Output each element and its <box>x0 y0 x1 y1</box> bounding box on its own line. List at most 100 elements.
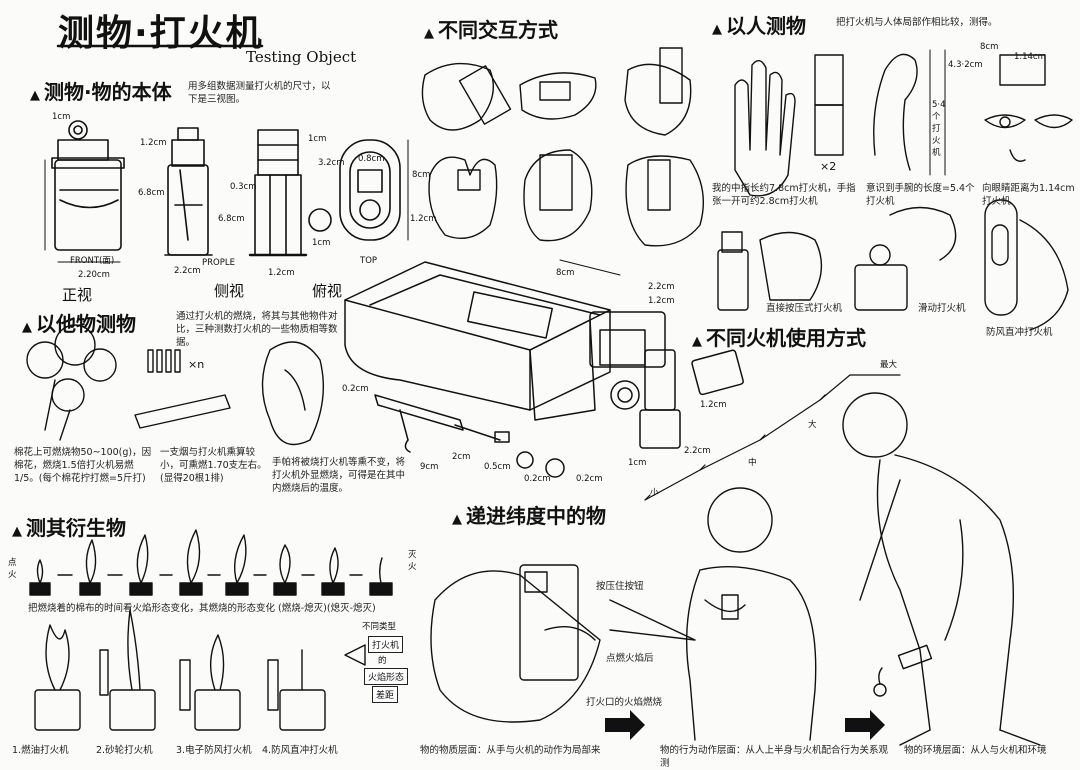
dim-label: 6.8cm <box>138 188 165 198</box>
triangle-bullet-icon: ▲ <box>692 334 702 349</box>
dim-label: 4.3·2cm <box>948 60 983 70</box>
exploded-dim: 1.2cm <box>648 296 675 306</box>
press-label: 按压住按钮 <box>596 581 644 592</box>
dim-label: 0.3cm <box>230 182 257 192</box>
flame-sequence-drawing <box>29 529 393 596</box>
progressive-caption-2: 物的行为动作层面：从人上半身与火机配合行为关系观测 <box>660 745 889 769</box>
triangle-bullet-icon: ▲ <box>12 524 22 539</box>
scale-label: 中 <box>748 458 757 468</box>
view-tag-top: TOP <box>360 256 378 266</box>
view-label-top: 俯视 <box>312 282 343 300</box>
legend-item: 差距 <box>372 686 399 703</box>
section-heading-human: ▲以人测物 <box>712 14 806 38</box>
thumb-label: 点燃火焰后 <box>606 653 654 664</box>
triangle-bullet-icon: ▲ <box>30 88 40 103</box>
lighter-type-label: 3.电子防风打火机 <box>176 745 252 756</box>
exploded-dim: 1.2cm <box>700 400 727 410</box>
exploded-dim: 0.5cm <box>484 462 511 472</box>
exploded-dim: 2cm <box>452 452 471 462</box>
triangle-bullet-icon: ▲ <box>712 22 722 37</box>
exploded-lighter-drawing <box>344 259 744 478</box>
flame-label: 打火口的火焰燃烧 <box>586 697 663 708</box>
exploded-dim: 9cm <box>420 462 439 472</box>
section-heading-derivatives: ▲测其衍生物 <box>12 516 126 540</box>
palm-note: 我的中指长约7.8cm打火机，手指张一开可约2.8cm打火机 <box>712 183 856 207</box>
scale-label: 大 <box>808 420 817 430</box>
dim-label: 1cm <box>312 238 331 248</box>
section-heading-object-body: ▲测物·物的本体 <box>30 80 172 104</box>
progressive-figure-drawing <box>609 487 887 741</box>
press-note: 直接按压式打火机 <box>766 303 843 314</box>
dim-label: 5·4个打火机 <box>932 100 946 158</box>
paper-note: 手帕将被烧打火机等熏不变，将打火机外显燃烧，可得是在其中内燃烧后的温度。 <box>272 457 406 494</box>
legend-item: 火焰形态 <box>364 668 409 685</box>
scale-label: 最大 <box>880 360 898 370</box>
side-view-drawing <box>164 127 213 256</box>
other-objects-note: 通过打火机的燃烧，将其与其他物件对比，三种测数打火机的一些物质相等数据。 <box>176 311 338 348</box>
dim-label: 8cm <box>980 42 999 52</box>
lighter-type-label: 1.燃油打火机 <box>12 745 69 756</box>
dim-label: 1cm <box>308 134 327 144</box>
object-body-note: 用多组数据测量打火机的尺寸，以下是三视图。 <box>188 81 331 105</box>
eye-note: 向眼睛距离为1.14cm打火机 <box>982 183 1075 207</box>
view-tag-front: FRONT(面) <box>70 256 115 266</box>
extinguish-label: 灭火 <box>408 550 417 572</box>
lighter-type-label: 2.砂轮打火机 <box>96 745 153 756</box>
cotton-note: 棉花上可燃烧物50~100(g)，因棉花，燃烧1.5倍打火机易燃1/5。(每个棉… <box>14 447 152 484</box>
scale-axis-drawing <box>644 374 901 501</box>
usage-hand-drawings <box>717 199 1069 331</box>
section-heading-other-objects: ▲以他物测物 <box>22 312 136 336</box>
wrist-note: 意识到手腕的长度=5.4个打火机 <box>866 183 975 207</box>
count-label-n: ×n <box>188 358 205 371</box>
front-view-drawing <box>44 120 125 263</box>
dim-label: 0.8cm <box>358 154 385 164</box>
dim-label: 8cm <box>412 170 431 180</box>
exploded-dim: 1cm <box>628 458 647 468</box>
dim-label: 2.2cm <box>174 266 201 276</box>
progressive-hand-drawing <box>430 564 601 723</box>
lighter-type-label: 4.防风直冲打火机 <box>262 745 338 756</box>
exploded-dim: 2.2cm <box>684 446 711 456</box>
page-title: 测物·打火机 <box>58 13 264 54</box>
wheel-note: 滑动打火机 <box>918 303 966 314</box>
ignite-label: 点火 <box>8 558 17 580</box>
view-tag-side: PROPLE <box>202 258 235 268</box>
triangle-bullet-icon: ▲ <box>22 320 32 335</box>
dim-label: 2.20cm <box>78 270 110 280</box>
section-heading-usage: ▲不同火机使用方式 <box>692 326 866 350</box>
interaction-hands <box>421 47 705 247</box>
dim-label: 1.2cm <box>268 268 295 278</box>
exploded-dim: 0.2cm <box>342 384 369 394</box>
view-label-side: 侧视 <box>214 282 245 300</box>
windproof-note: 防风直冲打火机 <box>986 327 1053 338</box>
count-label: ×2 <box>820 160 837 173</box>
human-hand-drawings <box>734 49 1073 197</box>
triangle-bullet-icon: ▲ <box>452 512 462 527</box>
progressive-caption-1: 物的物质层面：从手与火机的动作为局部来 <box>420 745 601 756</box>
legend-item: 的 <box>378 656 387 666</box>
environment-figure-drawing <box>842 392 1041 746</box>
other-objects-drawings <box>26 324 324 446</box>
exploded-dim: 0.2cm <box>524 474 551 484</box>
scale-label: 小 <box>650 488 659 498</box>
transition-arrows <box>605 710 885 740</box>
view-label-front: 正视 <box>62 286 93 304</box>
dim-label: 3.2cm <box>318 158 345 168</box>
dim-label: 6.8cm <box>218 214 245 224</box>
page-subtitle: Testing Object <box>246 48 357 66</box>
flame-lighters-drawing <box>34 609 366 731</box>
section-heading-progressive: ▲递进纬度中的物 <box>452 504 606 528</box>
dim-label: 1.2cm <box>410 214 437 224</box>
human-note: 把打火机与人体局部作相比较，测得。 <box>836 17 998 28</box>
exploded-dim: 0.2cm <box>576 474 603 484</box>
dim-label: 1cm <box>52 112 71 122</box>
cigarette-note: 一支烟与打火机熏算较小，可熏燃1.70支左右。(显得20根1排) <box>160 447 267 484</box>
dim-label: 1.2cm <box>140 138 167 148</box>
legend-item: 打火机 <box>368 636 404 653</box>
triangle-bullet-icon: ▲ <box>424 26 434 41</box>
legend-title: 不同类型 <box>362 622 397 632</box>
dim-label: 1.14cm <box>1014 52 1046 62</box>
front-view-2-drawing <box>248 129 308 257</box>
progressive-caption-3: 物的环境层面：从人与火机和环境 <box>904 745 1047 756</box>
